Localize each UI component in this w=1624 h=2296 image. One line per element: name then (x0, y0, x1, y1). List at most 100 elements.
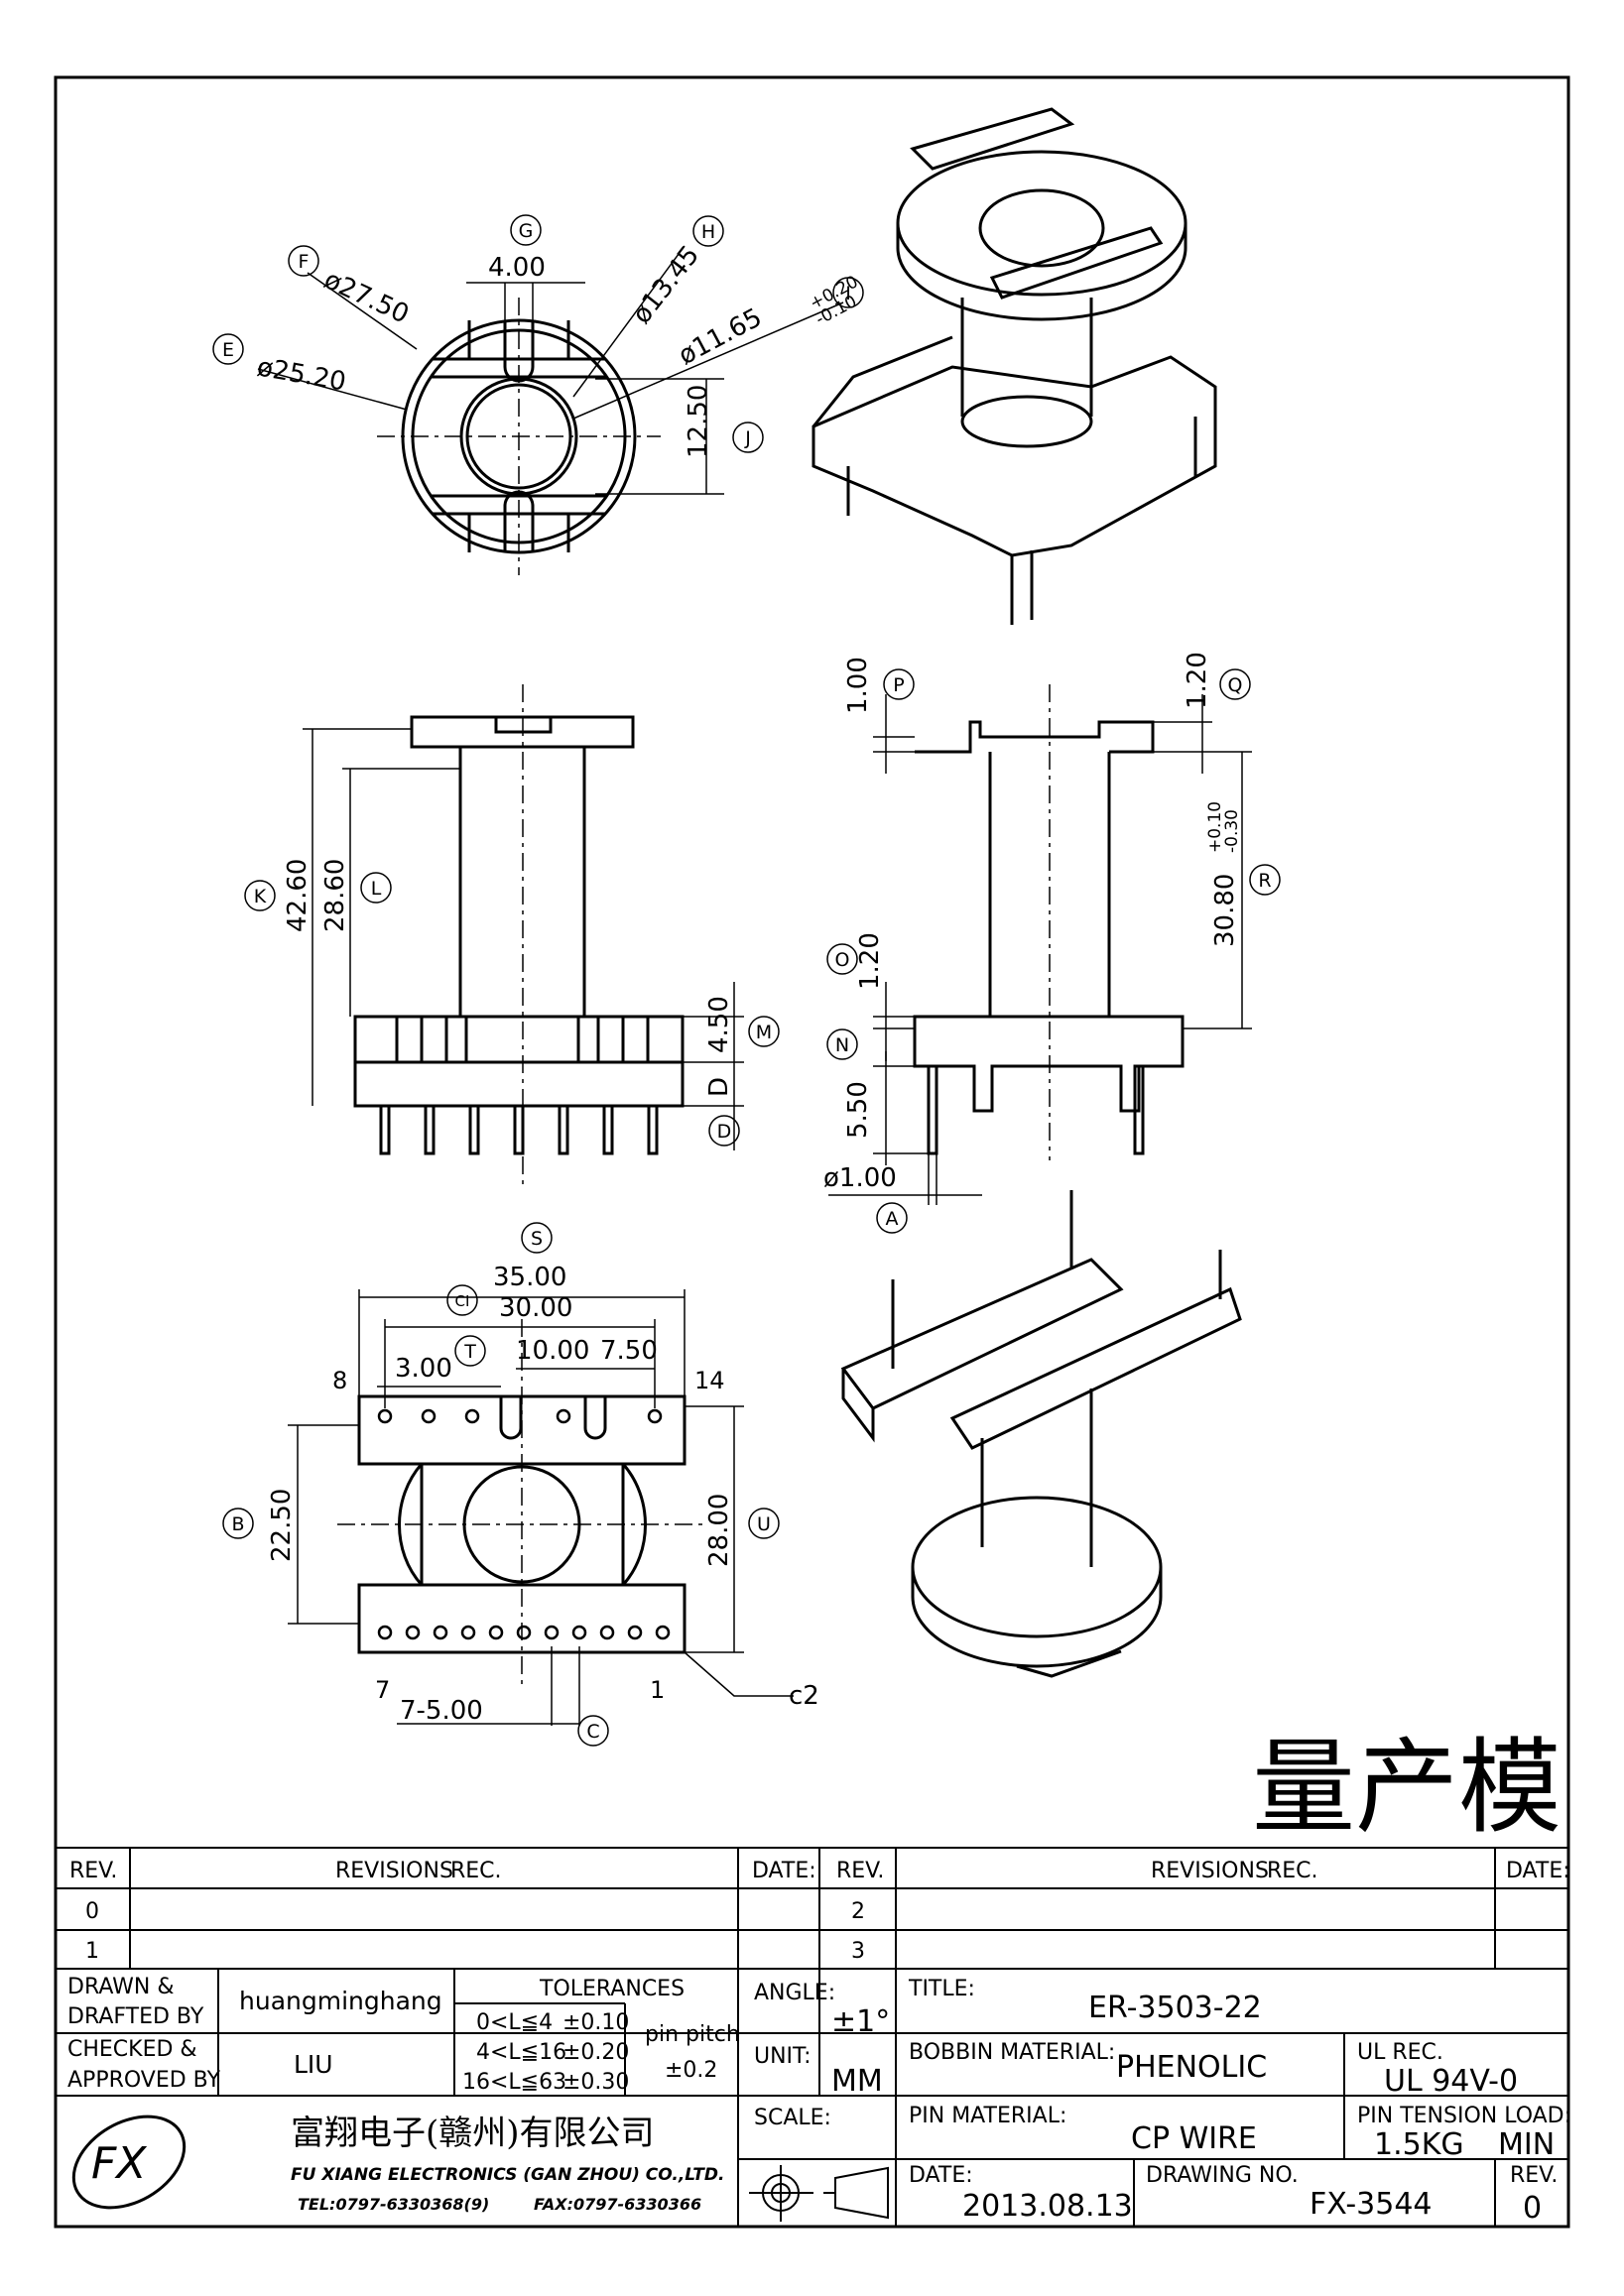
dim-s: 35.00 (493, 1263, 566, 1292)
revisions-header-right: REVISIONS (1151, 1859, 1269, 1883)
label-q: Q (1228, 674, 1243, 696)
dim-a: ø1.00 (823, 1163, 897, 1193)
label-s: S (531, 1228, 543, 1250)
side-view-dims (828, 694, 1252, 1205)
drawn-label-1: DRAWN & (67, 1975, 175, 1999)
tol-value-0: ±0.10 (562, 2010, 629, 2035)
dim-d: D (704, 1077, 734, 1097)
iso-view-top (812, 107, 1217, 625)
checked-label-2: APPROVED BY (67, 2068, 221, 2093)
angle-value: ±1° (831, 2004, 890, 2039)
dim-r-tol-dn: -0.30 (1222, 809, 1242, 853)
label-h: H (701, 221, 715, 243)
tol-range-2: 16<L≦63 (462, 2070, 566, 2095)
dim-h: ø13.45 (627, 241, 705, 330)
label-b: B (231, 1513, 244, 1535)
angle-label: ANGLE: (754, 1981, 835, 2005)
dim-p: 1.00 (843, 657, 873, 714)
title-block-grid (56, 1847, 1568, 2227)
pin-label-7: 7 (375, 1676, 390, 1704)
label-c: C (586, 1721, 599, 1743)
rev-row-1: 1 (85, 1939, 99, 1964)
checked-value: LIU (294, 2050, 333, 2079)
dim-o: 1.20 (855, 932, 885, 990)
pin-label-8: 8 (332, 1367, 347, 1394)
dim-i: ø11.65 (674, 302, 767, 371)
dim-ci: 30.00 (499, 1293, 572, 1323)
label-r: R (1258, 870, 1271, 892)
label-j: J (744, 427, 751, 449)
title-block-text: REV. REVISIONS REC. DATE: REV. REVISIONS… (67, 1859, 1571, 2226)
front-view-dims (303, 728, 744, 1150)
label-n: N (835, 1034, 849, 1056)
label-u: U (757, 1513, 771, 1535)
bobbin-label: BOBBIN MATERIAL: (909, 2040, 1115, 2065)
top-view-centerlines (377, 298, 661, 575)
tolerances-header: TOLERANCES (539, 1977, 685, 2001)
label-d: D (717, 1121, 732, 1143)
rev-row-2: 2 (851, 1899, 865, 1924)
label-o: O (835, 949, 850, 971)
date-label: DATE: (909, 2163, 973, 2188)
title-label: TITLE: (908, 1977, 975, 2001)
side-view (913, 720, 1185, 1155)
dim-f: ø27.50 (319, 265, 414, 329)
label-i: I (845, 283, 851, 304)
projection-symbol (749, 2165, 889, 2222)
label-ci: CI (455, 1292, 470, 1310)
rev-row-3: 3 (851, 1939, 865, 1964)
front-view-pins (379, 1104, 659, 1155)
pin-tension-min: MIN (1498, 2127, 1555, 2162)
label-e: E (222, 339, 234, 361)
dim-n: 5.50 (843, 1081, 873, 1139)
company-tel: TEL:0797-6330368(9) (298, 2195, 489, 2214)
circle-label-text: F G H E I J K L M D P Q R O N A S CI T B… (222, 220, 1272, 1743)
pin-material-label: PIN MATERIAL: (909, 2104, 1066, 2128)
pin-label-1: 1 (650, 1676, 665, 1704)
circle-labels (212, 214, 1281, 1747)
bottom-view-dims (288, 1289, 794, 1726)
unit-label: UNIT: (754, 2044, 811, 2069)
drawing-no-value: FX-3544 (1310, 2187, 1433, 2222)
pin-tension-value: 1.5KG (1374, 2127, 1464, 2162)
label-m: M (756, 1022, 772, 1043)
company-name-en: FU XIANG ELECTRONICS (GAN ZHOU) CO.,LTD. (291, 2165, 724, 2185)
pin-pitch-value: ±0.2 (665, 2058, 717, 2083)
dim-r: 30.80 (1210, 874, 1240, 947)
date-header-left: DATE: (752, 1859, 816, 1883)
date-header-right: DATE: (1506, 1859, 1570, 1883)
bobbin-value: PHENOLIC (1116, 2050, 1267, 2085)
dim-k: 42.60 (283, 859, 312, 932)
dim-j: 12.50 (684, 385, 713, 458)
drawn-label-2: DRAFTED BY (67, 2004, 204, 2029)
dim-r-tol-up: +0.10 (1205, 801, 1225, 853)
tol-value-1: ±0.20 (562, 2040, 629, 2065)
label-t: T (463, 1341, 476, 1363)
rec-header-right: REC. (1267, 1859, 1318, 1883)
title-value: ER-3503-22 (1088, 1991, 1262, 2025)
revisions-header-left: REVISIONS (335, 1859, 453, 1883)
dim-c: 7-5.00 (400, 1696, 483, 1726)
pin-tension-label: PIN TENSION LOAD: (1357, 2104, 1571, 2128)
date-value: 2013.08.13 (962, 2189, 1133, 2224)
outer-border (54, 75, 1570, 2229)
dim-m: 4.50 (704, 996, 734, 1053)
dim-b: 22.50 (267, 1489, 297, 1562)
rev-header-left: REV. (69, 1859, 117, 1883)
pin-material-value: CP WIRE (1131, 2121, 1257, 2156)
dim-t2: 10.00 (516, 1336, 589, 1366)
label-k: K (254, 886, 267, 907)
company-name-cn: 富翔电子(赣州)有限公司 (291, 2114, 655, 2153)
dim-c2: c2 (789, 1681, 819, 1711)
logo-text: FX (91, 2138, 147, 2189)
scale-label: SCALE: (754, 2106, 831, 2130)
pin-label-14: 14 (694, 1367, 725, 1394)
tol-range-0: 0<L≦4 (476, 2010, 553, 2035)
dim-l: 28.60 (320, 859, 350, 932)
bottom-view-centerlines (337, 1319, 706, 1686)
dim-g: 4.00 (488, 253, 546, 283)
company-fax: FAX:0797-6330366 (534, 2195, 701, 2214)
dim-q: 1.20 (1183, 652, 1212, 709)
top-view-dims (257, 245, 844, 495)
